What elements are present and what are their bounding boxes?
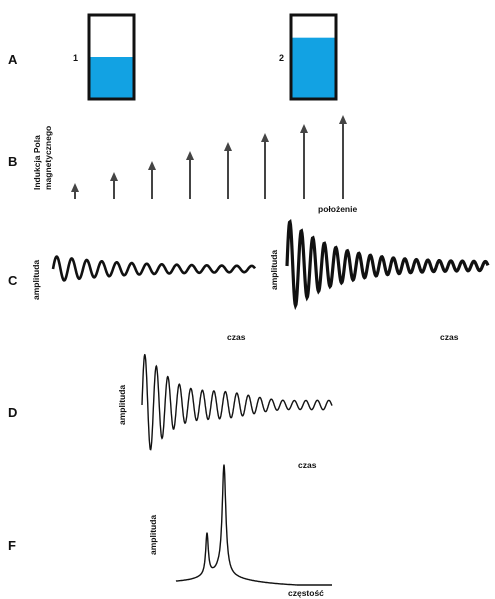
f-xlabel: częstość: [288, 588, 324, 598]
tube-1: [87, 13, 136, 101]
field-arrows: [71, 115, 347, 199]
f-ylabel: amplituda: [148, 515, 158, 555]
d-xlabel: czas: [298, 460, 317, 470]
tube-2-number: 2: [279, 53, 284, 63]
row-label-f: F: [8, 538, 16, 553]
c-left-xlabel: czas: [227, 332, 246, 342]
field-arrow: [339, 115, 347, 199]
field-arrow: [148, 161, 156, 199]
field-arrow: [300, 124, 308, 199]
field-arrow: [224, 142, 232, 199]
field-arrow: [261, 133, 269, 199]
c-left-signal: [51, 255, 257, 282]
field-arrow: [71, 183, 79, 199]
tube-1-number: 1: [73, 53, 78, 63]
row-label-b: B: [8, 154, 17, 169]
c-right-ylabel: amplituda: [269, 250, 279, 290]
b-xlabel: położenie: [318, 204, 357, 214]
row-label-c: C: [8, 273, 18, 288]
tube-2-liquid: [291, 37, 336, 99]
b-ylabel-line2: magnetycznego: [43, 126, 53, 190]
tube-2-outline: [289, 13, 338, 101]
tube-1-liquid: [89, 57, 134, 99]
c-right-signal: [285, 218, 490, 311]
tube-2: [289, 13, 338, 101]
row-label-a: A: [8, 52, 18, 67]
d-signal: [141, 353, 333, 451]
f-spectrum: [175, 464, 332, 586]
tube-1-outline: [87, 13, 136, 101]
field-arrow: [110, 172, 118, 199]
c-right-xlabel: czas: [440, 332, 459, 342]
field-arrow: [186, 151, 194, 199]
d-ylabel: amplituda: [117, 385, 127, 425]
row-label-d: D: [8, 405, 17, 420]
b-ylabel-line1: Indukcja Pola: [32, 135, 42, 190]
c-left-ylabel: amplituda: [31, 260, 41, 300]
